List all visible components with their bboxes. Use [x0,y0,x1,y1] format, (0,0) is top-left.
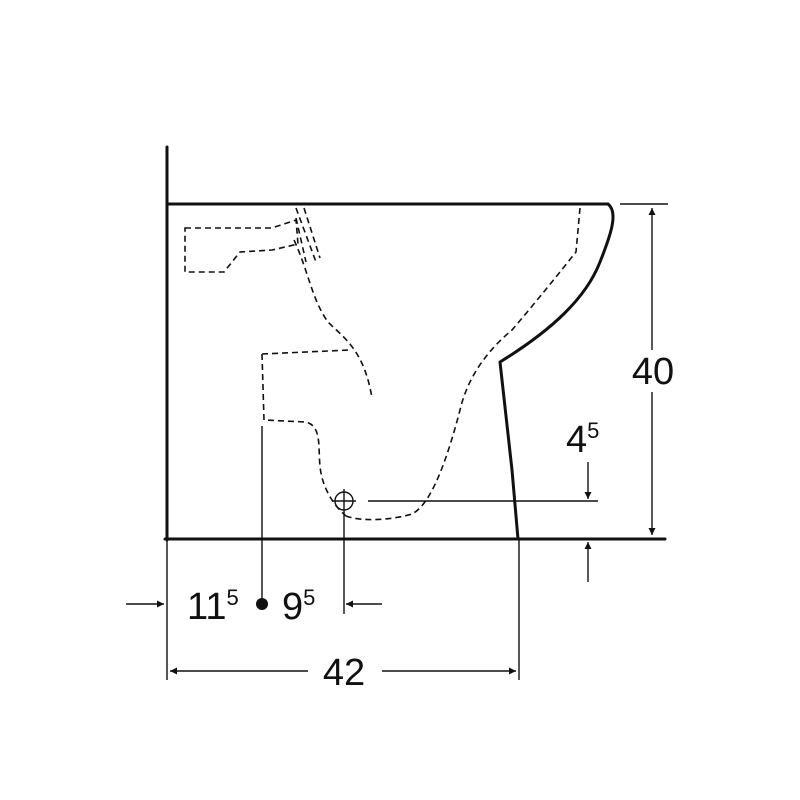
height-dimension-label: 40 [632,351,674,393]
outlet-height-label: 45 [566,418,599,461]
bowl-front-profile [498,202,615,541]
bowl-inner-dashed [345,207,581,521]
siphon-rear-dashed [293,239,373,399]
inlet-flange-dashed-2 [303,207,321,259]
inlet-connector-dashed [184,218,299,273]
inlet-flange-dashed-3 [295,217,307,263]
depth-dimension-label: 42 [323,652,365,694]
left-offset-label: 115 [187,585,239,628]
right-offset-label: 95 [282,585,315,628]
outlet-passage-dashed [261,349,351,517]
outlet-reference-dot [256,598,268,610]
inlet-flange-dashed [295,207,317,263]
